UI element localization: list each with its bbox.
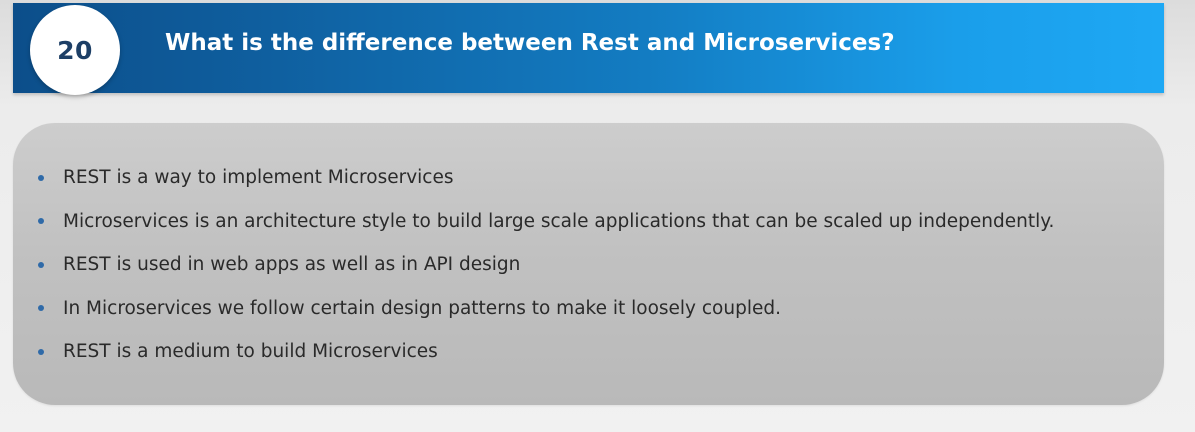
bullet-dot-icon — [38, 348, 44, 355]
bullet-item: In Microservices we follow certain desig… — [38, 287, 1054, 331]
bullet-item: REST is a medium to build Microservices — [38, 330, 1054, 374]
bullet-item: REST is used in web apps as well as in A… — [38, 243, 1054, 287]
bullet-dot-icon — [38, 174, 44, 181]
bullet-item: REST is a way to implement Microservices — [38, 156, 1054, 200]
content-panel — [13, 123, 1164, 405]
question-number-badge: 20 — [30, 5, 120, 95]
bullet-text: REST is a medium to build Microservices — [63, 341, 438, 363]
header-banner — [13, 3, 1164, 93]
bullet-text: In Microservices we follow certain desig… — [63, 297, 781, 319]
bullet-text: REST is used in web apps as well as in A… — [63, 254, 521, 276]
slide-title: What is the difference between Rest and … — [165, 30, 895, 56]
question-number: 20 — [57, 35, 93, 65]
bullet-list: REST is a way to implement Microservices… — [38, 156, 1054, 374]
bullet-dot-icon — [38, 305, 44, 312]
bullet-text: REST is a way to implement Microservices — [63, 167, 454, 189]
bullet-text: Microservices is an architecture style t… — [63, 210, 1055, 232]
bullet-item: Microservices is an architecture style t… — [38, 200, 1054, 244]
bullet-dot-icon — [38, 218, 44, 225]
bullet-dot-icon — [38, 261, 44, 268]
